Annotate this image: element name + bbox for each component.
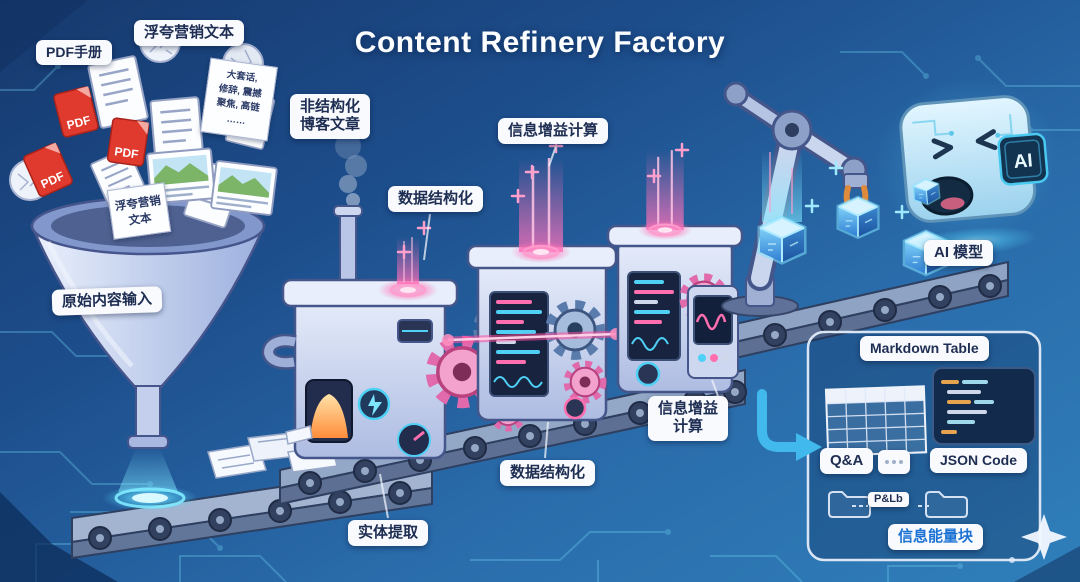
label-pl-tag: P&Lb bbox=[868, 492, 909, 508]
label-unstructured-blog: 非结构化 博客文章 bbox=[290, 94, 371, 139]
label-entity-extraction: 实体提取 bbox=[348, 520, 429, 547]
pdf-icon bbox=[52, 85, 100, 139]
ai-chip-label: AI bbox=[1013, 150, 1034, 173]
label-ai-model: AI 模型 bbox=[924, 240, 994, 267]
machine-entity-extraction bbox=[261, 133, 459, 460]
ai-eye-left bbox=[931, 138, 954, 160]
label-qa: Q&A bbox=[820, 448, 874, 475]
doc-snippet-note: 大套话, 修辞, 震撼 聚焦, 高链 …… bbox=[200, 57, 278, 142]
data-cubes bbox=[760, 150, 947, 274]
background-circuits bbox=[0, 51, 1080, 582]
cube-conveyor-belt bbox=[699, 260, 1009, 368]
page-title: Content Refinery Factory bbox=[354, 26, 726, 59]
label-data-structuring-bottom: 数据结构化 bbox=[500, 460, 596, 487]
output-panel bbox=[757, 330, 1042, 562]
sparkle-icon bbox=[1009, 514, 1067, 563]
pdf-icon bbox=[106, 116, 150, 168]
markdown-table-graphic bbox=[824, 385, 928, 457]
label-flashy-marketing: 浮夸营销文本 bbox=[134, 20, 245, 47]
json-code-graphic bbox=[932, 367, 1036, 445]
ai-chip bbox=[997, 132, 1049, 186]
smoke bbox=[335, 133, 367, 207]
label-info-gain-bottom: 信息增益 计算 bbox=[648, 396, 729, 441]
label-data-structuring-top: 数据结构化 bbox=[388, 186, 484, 213]
label-energy-block: 信息能量块 bbox=[888, 524, 984, 551]
data-cube bbox=[839, 198, 878, 237]
data-cube bbox=[760, 218, 804, 262]
screen-content bbox=[493, 300, 543, 388]
flow-arrow bbox=[757, 389, 803, 452]
screen-content bbox=[631, 280, 674, 351]
label-json-code: JSON Code bbox=[930, 448, 1028, 474]
label-info-gain-top: 信息增益计算 bbox=[498, 118, 609, 145]
label-raw-content-input: 原始内容输入 bbox=[51, 286, 163, 317]
ellipsis-chip bbox=[878, 450, 910, 474]
laser-beam bbox=[442, 328, 622, 346]
machine-data-structuring bbox=[466, 138, 618, 422]
label-pdf-manual: PDF手册 bbox=[36, 40, 112, 66]
callout-lines bbox=[379, 145, 719, 519]
label-markdown-table: Markdown Table bbox=[860, 336, 989, 362]
ai-head: AI bbox=[875, 77, 1060, 258]
funnel-paper-note: 浮夸营销 文本 bbox=[106, 182, 172, 240]
ai-eye-right bbox=[975, 129, 998, 151]
